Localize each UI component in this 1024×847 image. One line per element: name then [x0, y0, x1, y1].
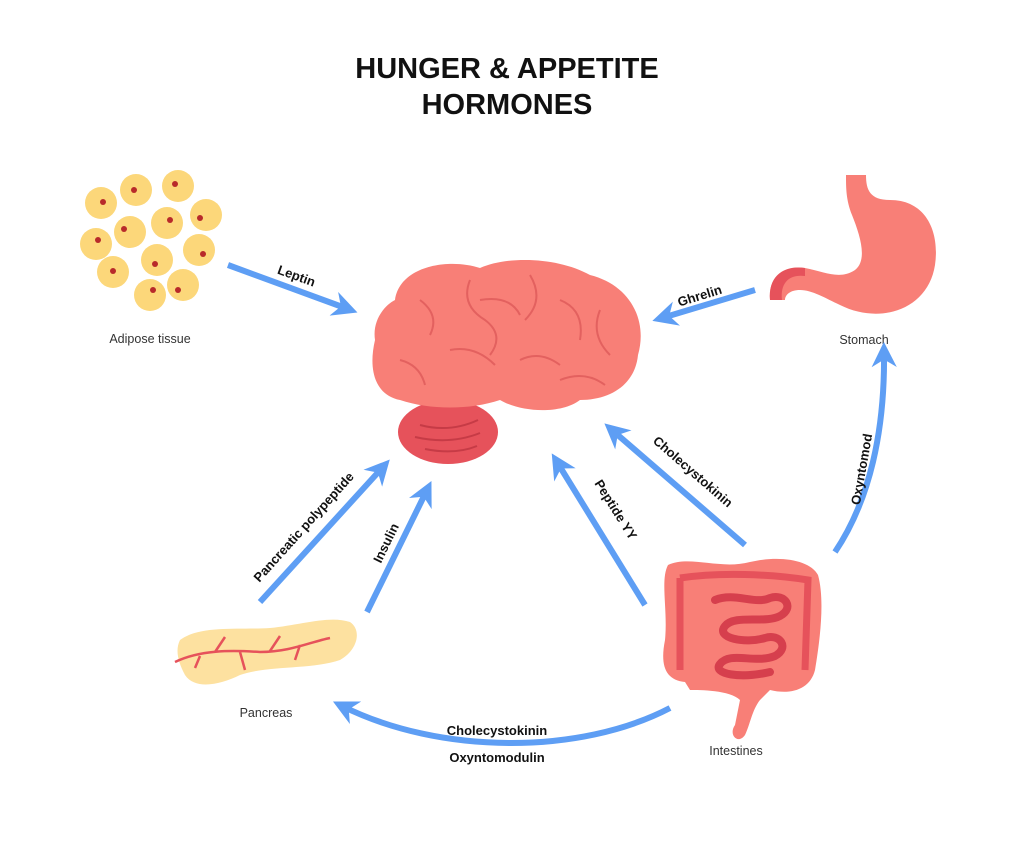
intestines-icon	[663, 558, 822, 740]
arrow-cholecystokinin	[604, 423, 747, 548]
arrow-ghrelin	[652, 287, 756, 326]
label-intestines: Intestines	[709, 744, 763, 758]
label-stomach: Stomach	[839, 333, 888, 347]
arrow-peptide-yy	[551, 453, 648, 607]
stomach-icon	[769, 175, 936, 314]
hormone-pancreatic-polypeptide: Pancreatic polypeptide	[250, 469, 356, 585]
hormone-insulin: Insulin	[370, 521, 402, 565]
hormone-bottom-cholecystokinin: Cholecystokinin	[447, 723, 547, 738]
adipose-tissue-icon	[80, 170, 222, 311]
brain-icon	[372, 259, 641, 464]
arrow-leptin	[226, 262, 358, 316]
title-line-1: HUNGER & APPETITE	[355, 53, 658, 85]
arrow-pancreatic-polypeptide	[257, 459, 390, 605]
pancreas-icon	[174, 619, 357, 685]
arrows	[226, 262, 897, 746]
arrow-insulin	[364, 480, 432, 614]
arrow-oxyntomod	[832, 341, 897, 554]
hormone-bottom-oxyntomodulin: Oxyntomodulin	[449, 750, 544, 765]
label-pancreas: Pancreas	[240, 706, 293, 720]
title-line-2: HORMONES	[422, 89, 593, 121]
label-adipose-tissue: Adipose tissue	[109, 332, 190, 346]
arrow-pancreas-from-intestines	[332, 701, 672, 746]
